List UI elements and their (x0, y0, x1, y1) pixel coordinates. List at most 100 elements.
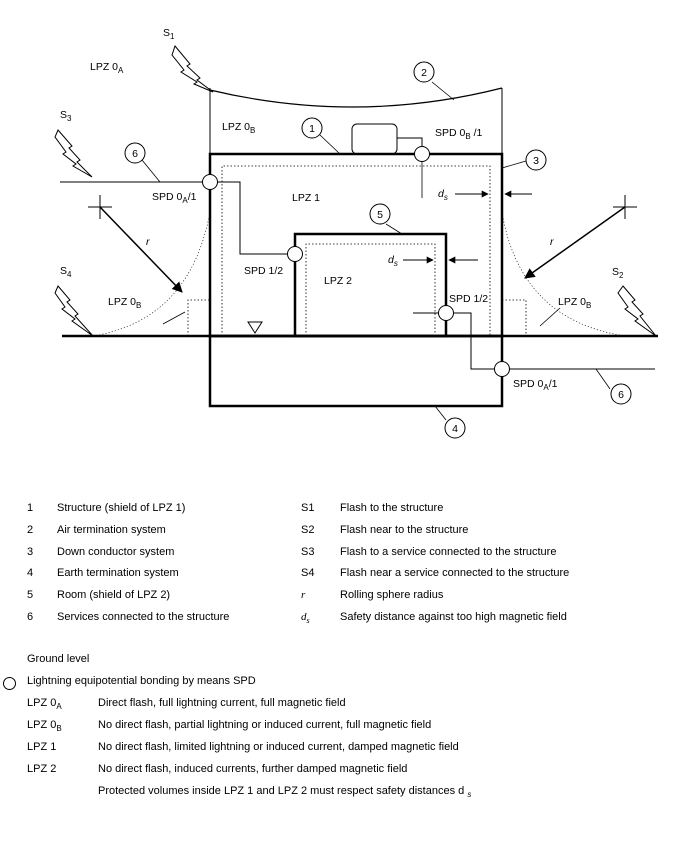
label-ds-lpz1: ds (438, 188, 448, 202)
spd-12-right-symbol (438, 305, 454, 321)
s3-lightning-icon (54, 129, 93, 178)
air-termination (209, 87, 503, 154)
zone-text-0a: Direct flash, full lightning current, fu… (98, 697, 346, 709)
lpz0b-dotted-left (187, 299, 210, 336)
label-spd-0a1-right: SPD 0A/1 (513, 378, 558, 392)
service-left-inner (210, 181, 295, 255)
legend-key-6: 6 (27, 611, 34, 623)
source-text-s2: Flash near to the structure (340, 524, 469, 536)
callout-2: 2 (413, 61, 435, 83)
label-s4: S4 (60, 265, 72, 279)
source-key-ds: ds (301, 611, 310, 625)
source-text-s4: Flash near a service connected to the st… (340, 567, 570, 579)
lpz1-dotted-boundary (221, 165, 491, 336)
service-right-inner (446, 312, 502, 370)
callout-4-leader (434, 405, 447, 421)
rolling-sphere-right (501, 211, 626, 337)
zone-key-0b: LPZ 0B (27, 719, 62, 733)
zone-text-1: No direct flash, limited lightning or in… (98, 741, 459, 753)
room-shield (293, 232, 448, 338)
source-text-r: Rolling sphere radius (340, 589, 444, 601)
callout-4-text: 4 (452, 423, 458, 435)
source-key-s4: S4 (301, 567, 315, 579)
rolling-sphere-centre-left (88, 195, 183, 293)
label-s1: S1 (163, 27, 175, 41)
label-lpz-0b-right: LPZ 0B (558, 296, 591, 310)
callout-1-leader (319, 134, 341, 155)
legend-text-1: Structure (shield of LPZ 1) (57, 502, 186, 514)
spd-12-left-symbol (287, 246, 303, 262)
legend-text-2: Air termination system (57, 524, 166, 536)
source-key-s2: S2 (301, 524, 315, 536)
zone-text-0b: No direct flash, partial lightning or in… (98, 719, 432, 731)
label-spd-0a1-left: SPD 0A/1 (152, 191, 197, 205)
source-key-s3: S3 (301, 546, 315, 558)
legend-key-2: 2 (27, 524, 34, 536)
callout-1-text: 1 (309, 123, 315, 135)
bonding-text: Lightning equipotential bonding by means… (27, 675, 256, 687)
roof-equipment (351, 123, 398, 155)
lpz-diagram: 1 2 3 4 5 6 6 LPZ 0A LPZ 0B LPZ 0B LPZ 0… (54, 27, 658, 439)
lpz0b-right-pointer (539, 307, 561, 327)
source-text-s3: Flash to a service connected to the stru… (340, 546, 557, 558)
earth-termination (208, 334, 504, 408)
callout-6-right-leader (595, 368, 611, 390)
callout-4: 4 (444, 417, 466, 439)
source-key-r: r (301, 589, 306, 601)
bonding-symbol-icon (3, 677, 16, 690)
legend-text-5: Room (shield of LPZ 2) (57, 589, 171, 601)
callout-5-leader (385, 223, 403, 235)
s4-lightning-icon (54, 285, 94, 337)
lpz0b-left-pointer (162, 311, 186, 325)
rolling-sphere-centre-right (524, 195, 637, 279)
callout-6-right: 6 (610, 383, 632, 405)
zone-key-0a: LPZ 0A (27, 697, 62, 711)
callout-6-left: 6 (124, 142, 146, 164)
legend-key-3: 3 (27, 546, 34, 558)
label-lpz-0b-left: LPZ 0B (108, 296, 141, 310)
s2-lightning-icon (617, 285, 657, 337)
label-lpz-0a: LPZ 0A (90, 61, 124, 75)
callout-2-leader (431, 81, 455, 101)
legend-key-4: 4 (27, 567, 34, 579)
callout-6-right-text: 6 (618, 389, 624, 401)
label-r-left: r (146, 236, 150, 248)
label-r-right: r (550, 236, 554, 248)
source-text-s1: Flash to the structure (340, 502, 444, 514)
safety-note: Protected volumes inside LPZ 1 and LPZ 2… (98, 785, 472, 799)
label-spd-12-right: SPD 1/2 (449, 293, 488, 305)
lpz2-dotted-boundary (305, 243, 436, 336)
label-ds-lpz2: ds (388, 254, 398, 268)
spd-0a1-left-symbol (202, 174, 218, 190)
callout-1: 1 (301, 117, 323, 139)
label-lpz-1: LPZ 1 (292, 192, 320, 204)
source-text-ds: Safety distance against too high magneti… (340, 611, 567, 623)
legend-text-3: Down conductor system (57, 546, 175, 558)
legend-key-1: 1 (27, 502, 34, 514)
legend-key-5: 5 (27, 589, 34, 601)
label-lpz-0b-roof: LPZ 0B (222, 121, 255, 135)
callout-5-text: 5 (377, 209, 383, 221)
legend-text-4: Earth termination system (57, 567, 179, 579)
ground-level-symbol (247, 321, 263, 334)
zone-text-2: No direct flash, induced currents, furth… (98, 763, 408, 775)
spd-0a1-right-symbol (494, 361, 510, 377)
rolling-sphere-left (92, 211, 211, 337)
s1-lightning-icon (171, 44, 214, 93)
source-key-s1: S1 (301, 502, 315, 514)
zone-key-1: LPZ 1 (27, 741, 57, 753)
label-spd-12-left: SPD 1/2 (244, 265, 283, 277)
zone-key-2: LPZ 2 (27, 763, 57, 775)
callout-6-left-text: 6 (132, 148, 138, 160)
label-s3: S3 (60, 109, 72, 123)
structure-shield (208, 152, 504, 338)
spd-0b1-symbol (414, 146, 430, 162)
lpz0b-dotted-right (502, 299, 527, 336)
callout-6-left-leader (141, 159, 161, 183)
legend-text-6: Services connected to the structure (57, 611, 230, 623)
callout-5: 5 (369, 203, 391, 225)
ground-level-text: Ground level (27, 653, 90, 665)
label-s2: S2 (612, 266, 624, 280)
callout-3: 3 (525, 149, 547, 171)
label-lpz-2: LPZ 2 (324, 275, 352, 287)
